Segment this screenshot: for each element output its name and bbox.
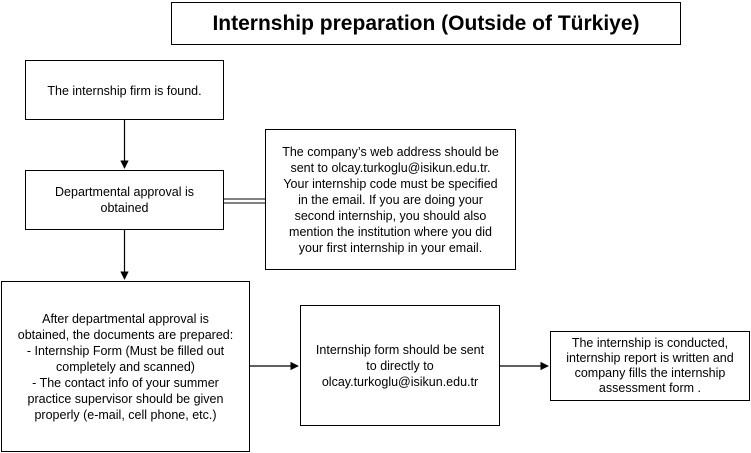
node-documents-prepared: After departmental approval is obtained,… <box>1 281 250 452</box>
node-line: Your internship code must be specified <box>283 176 498 191</box>
node-line: completely and scanned) <box>56 359 195 374</box>
node-line: assessment form . <box>598 381 702 395</box>
node-web-address-note-text: The company’s web address should be sent… <box>282 144 499 256</box>
node-line: sent to olcay.turkoglu@isikun.edu.tr. <box>290 160 491 175</box>
node-send-form: Internship form should be sent to direct… <box>300 305 500 426</box>
node-line: properly (e-mail, cell phone, etc.) <box>34 407 217 422</box>
node-line: to directly to <box>366 358 434 373</box>
node-line: The company’s web address should be <box>282 144 499 159</box>
node-departmental-approval: Departmental approval is obtained <box>25 170 224 230</box>
node-line: obtained, the documents are prepared: <box>17 327 234 342</box>
node-line: obtained <box>100 201 149 215</box>
diagram-title-text: Internship preparation (Outside of Türki… <box>212 11 640 35</box>
node-departmental-approval-text: Departmental approval is obtained <box>55 184 194 216</box>
node-line: The internship firm is found. <box>47 84 202 98</box>
node-line: company fills the internship <box>574 366 726 380</box>
node-line: After departmental approval is <box>42 311 209 326</box>
node-documents-prepared-text: After departmental approval is obtained,… <box>18 311 233 423</box>
diagram-title: Internship preparation (Outside of Türki… <box>171 2 681 45</box>
node-line: - Internship Form (Must be filled out <box>26 343 225 358</box>
node-firm-found-text: The internship firm is found. <box>47 81 201 99</box>
node-line: mention the institution where you did <box>289 224 492 239</box>
node-line: Departmental approval is <box>55 185 194 199</box>
node-internship-conducted: The internship is conducted, internship … <box>550 331 750 401</box>
node-send-form-text: Internship form should be sent to direct… <box>316 342 484 390</box>
node-line: olcay.turkoglu@isikun.edu.tr <box>321 374 479 389</box>
node-line: Internship form should be sent <box>315 342 485 357</box>
node-line: practice supervisor should be given <box>27 391 224 406</box>
node-internship-conducted-text: The internship is conducted, internship … <box>566 336 733 396</box>
node-line: in the email. If you are doing your <box>298 192 483 207</box>
node-firm-found: The internship firm is found. <box>25 60 224 120</box>
node-line: internship report is written and <box>566 351 734 365</box>
node-line: second internship, you should also <box>294 208 487 223</box>
node-line: - The contact info of your summer <box>32 375 219 390</box>
node-line: The internship is conducted, <box>571 336 729 350</box>
node-web-address-note: The company’s web address should be sent… <box>265 129 516 270</box>
node-line: your first internship in your email. <box>298 240 483 255</box>
